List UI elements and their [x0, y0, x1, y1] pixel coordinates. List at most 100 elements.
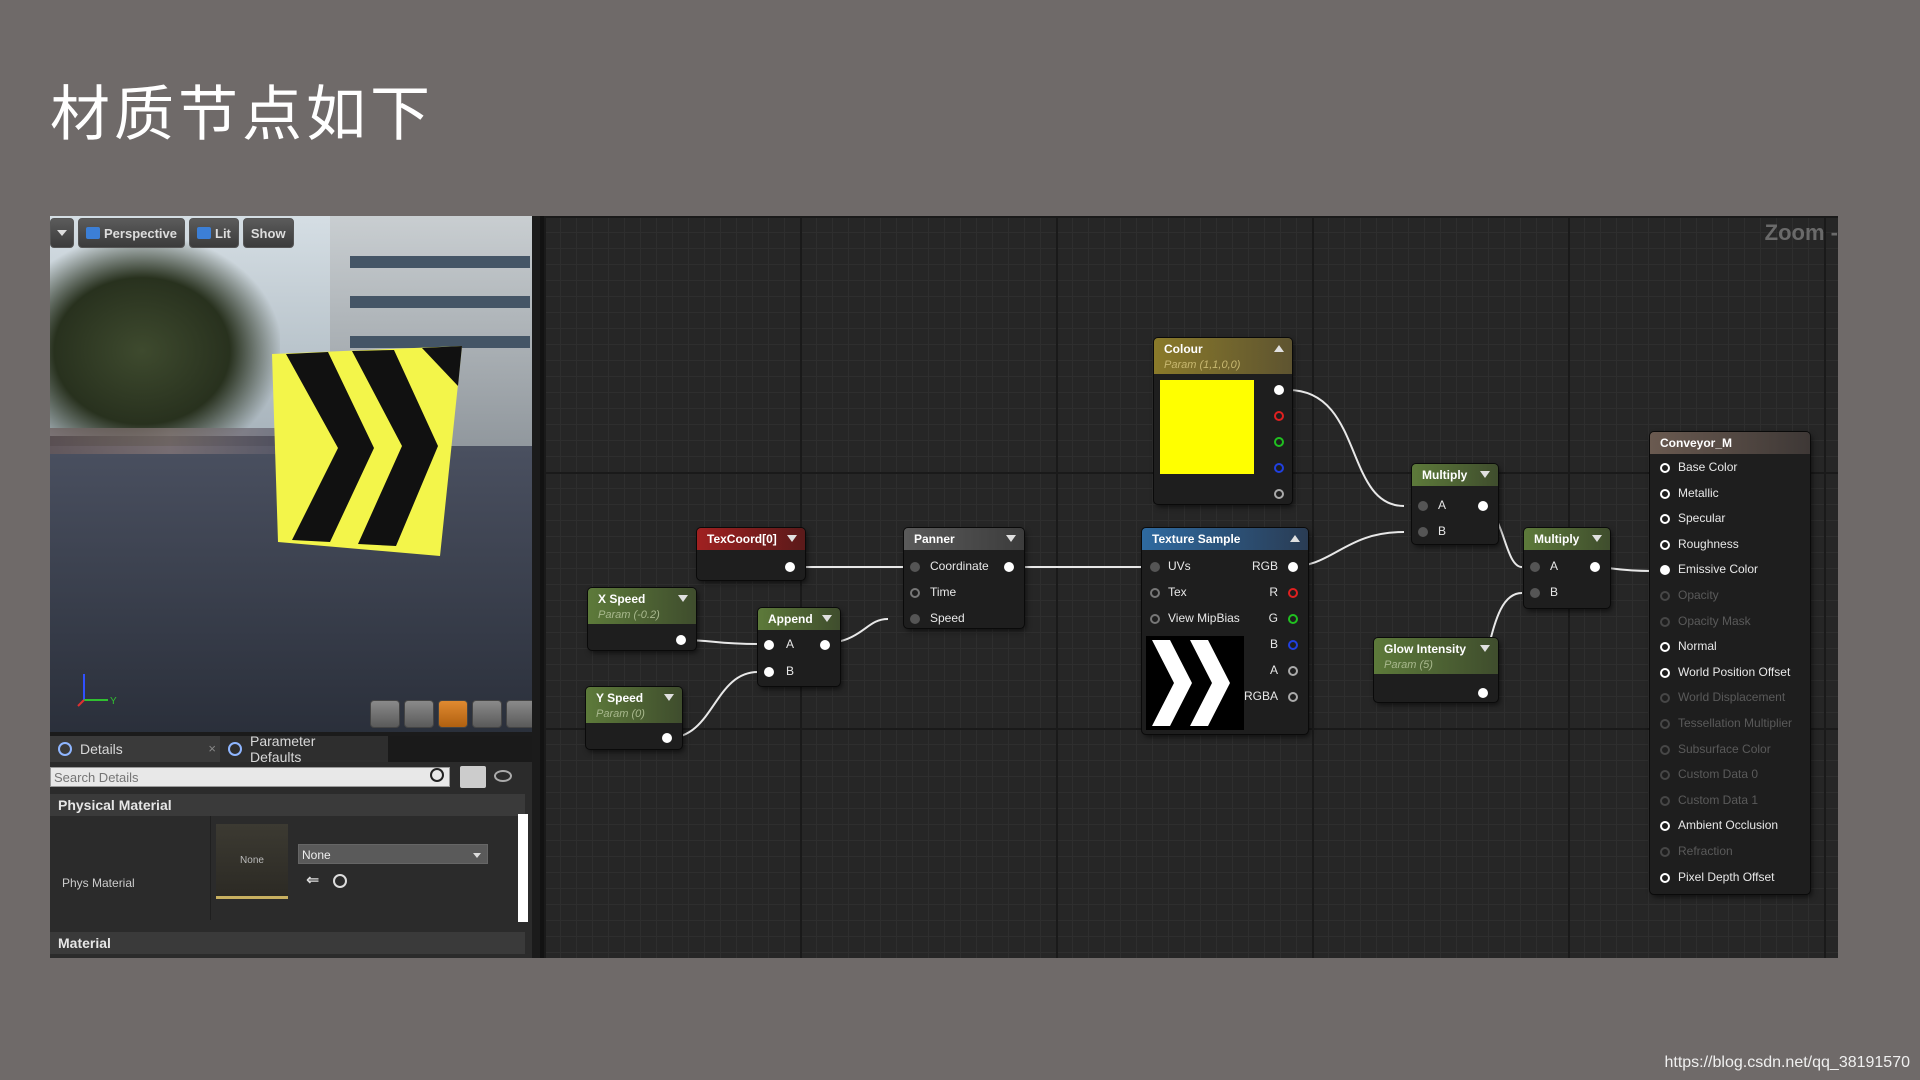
pin-texture-a[interactable]	[1288, 666, 1298, 676]
pin-multiply-2-b[interactable]	[1530, 588, 1540, 598]
pin-y-speed-out[interactable]	[662, 733, 672, 743]
use-selected-arrow-icon[interactable]: ⇐	[306, 870, 320, 889]
node-texcoord-header[interactable]: TexCoord[0]	[697, 528, 805, 550]
cube-preview-button[interactable]	[472, 700, 502, 728]
pin-append-b[interactable]	[764, 667, 774, 677]
pin-append-out[interactable]	[820, 640, 830, 650]
pin-texture-r[interactable]	[1288, 588, 1298, 598]
chevron-down-icon[interactable]	[1480, 645, 1490, 652]
pin-multiply-1-out[interactable]	[1478, 501, 1488, 511]
perspective-button[interactable]: Perspective	[78, 218, 185, 248]
search-details-input[interactable]	[50, 767, 450, 787]
pin-conveyor-tessellation-multiplier[interactable]	[1660, 719, 1670, 729]
lit-button[interactable]: Lit	[189, 218, 239, 248]
node-texture-sample[interactable]: Texture Sample UVs Tex View MipBias RGB …	[1142, 528, 1308, 734]
pin-glow-intensity-out[interactable]	[1478, 688, 1488, 698]
chevron-down-icon[interactable]	[822, 615, 832, 622]
pin-multiply-2-a[interactable]	[1530, 562, 1540, 572]
viewport-menu-button[interactable]	[50, 218, 74, 248]
pin-append-a[interactable]	[764, 640, 774, 650]
node-multiply-2-header[interactable]: Multiply	[1524, 528, 1610, 550]
node-glow-intensity[interactable]: Glow Intensity Param (5)	[1374, 638, 1498, 702]
pin-conveyor-metallic[interactable]	[1660, 488, 1670, 499]
chevron-down-icon[interactable]	[664, 694, 674, 701]
chevron-down-icon[interactable]	[1006, 535, 1016, 542]
pin-panner-coordinate[interactable]	[910, 562, 920, 572]
pin-texture-rgba[interactable]	[1288, 692, 1298, 702]
pin-texture-b[interactable]	[1288, 640, 1298, 650]
node-x-speed[interactable]: X Speed Param (-0.2)	[588, 588, 696, 650]
pin-conveyor-pixel-depth-offset[interactable]	[1660, 872, 1670, 883]
chevron-down-icon[interactable]	[787, 535, 797, 542]
pin-conveyor-opacity[interactable]	[1660, 591, 1670, 601]
pin-conveyor-custom-data-1[interactable]	[1660, 795, 1670, 806]
node-y-speed[interactable]: Y Speed Param (0)	[586, 687, 682, 749]
node-glow-intensity-header[interactable]: Glow Intensity Param (5)	[1374, 638, 1498, 674]
node-conveyor-m-header[interactable]: Conveyor_M	[1650, 432, 1810, 454]
node-panner[interactable]: Panner Coordinate Time Speed	[904, 528, 1024, 628]
pin-conveyor-world-displacement[interactable]	[1660, 693, 1670, 704]
details-scrollbar[interactable]	[518, 814, 528, 922]
pin-panner-speed[interactable]	[910, 614, 920, 624]
show-button[interactable]: Show	[242, 218, 294, 248]
preview-viewport[interactable]: Perspective Lit Show Y	[50, 216, 532, 732]
chevron-down-icon[interactable]	[1592, 535, 1602, 542]
phys-material-thumbnail[interactable]: None	[216, 824, 288, 899]
browse-search-icon[interactable]	[333, 874, 347, 888]
search-icon[interactable]	[430, 768, 444, 782]
pin-colour-a[interactable]	[1274, 489, 1284, 499]
category-physical-material[interactable]: Physical Material	[50, 794, 525, 816]
node-append[interactable]: Append A B	[758, 608, 840, 686]
tab-details[interactable]: Details ×	[50, 736, 224, 762]
collapse-icon[interactable]	[1290, 535, 1300, 542]
node-append-header[interactable]: Append	[758, 608, 840, 630]
pin-conveyor-refraction[interactable]	[1660, 847, 1670, 857]
pin-colour-g[interactable]	[1274, 437, 1284, 447]
pin-panner-out[interactable]	[1004, 562, 1014, 572]
pin-conveyor-world-position-offset[interactable]	[1660, 667, 1670, 678]
cylinder-preview-button[interactable]	[370, 700, 400, 728]
pin-panner-time[interactable]	[910, 588, 920, 598]
node-multiply-2[interactable]: Multiply A B	[1524, 528, 1610, 608]
pin-multiply-1-b[interactable]	[1418, 527, 1428, 537]
pin-conveyor-ambient-occlusion[interactable]	[1660, 821, 1670, 832]
node-multiply-1-header[interactable]: Multiply	[1412, 464, 1498, 486]
phys-material-combo[interactable]: None	[298, 844, 488, 864]
material-graph[interactable]: Zoom - Colour Param (1,1,0,0)	[540, 216, 1838, 958]
pin-conveyor-emissive-color[interactable]	[1660, 565, 1670, 576]
node-colour-header[interactable]: Colour Param (1,1,0,0)	[1154, 338, 1292, 374]
collapse-icon[interactable]	[1274, 345, 1284, 352]
pin-colour-b[interactable]	[1274, 463, 1284, 473]
pin-texture-rgb[interactable]	[1288, 562, 1298, 572]
node-y-speed-header[interactable]: Y Speed Param (0)	[586, 687, 682, 723]
pin-conveyor-normal[interactable]	[1660, 642, 1670, 653]
close-icon[interactable]: ×	[208, 741, 216, 756]
node-texture-sample-header[interactable]: Texture Sample	[1142, 528, 1308, 550]
chevron-down-icon[interactable]	[1480, 471, 1490, 478]
pin-conveyor-roughness[interactable]	[1660, 539, 1670, 550]
pin-texture-uvs[interactable]	[1150, 562, 1160, 572]
pin-conveyor-subsurface-color[interactable]	[1660, 744, 1670, 755]
pin-multiply-2-out[interactable]	[1590, 562, 1600, 572]
pin-texture-tex[interactable]	[1150, 588, 1160, 598]
pin-conveyor-opacity-mask[interactable]	[1660, 616, 1670, 627]
sphere-preview-button[interactable]	[404, 700, 434, 728]
plane-preview-button[interactable]	[438, 700, 468, 728]
chevron-down-icon[interactable]	[678, 595, 688, 602]
pin-x-speed-out[interactable]	[676, 635, 686, 645]
node-panner-header[interactable]: Panner	[904, 528, 1024, 550]
pin-conveyor-specular[interactable]	[1660, 514, 1670, 525]
pin-conveyor-base-color[interactable]	[1660, 463, 1670, 473]
node-multiply-1[interactable]: Multiply A B	[1412, 464, 1498, 544]
eye-icon[interactable]	[494, 770, 512, 782]
pin-texture-mipbias[interactable]	[1150, 614, 1160, 624]
node-colour[interactable]: Colour Param (1,1,0,0)	[1154, 338, 1292, 504]
pin-multiply-1-a[interactable]	[1418, 501, 1428, 511]
node-x-speed-header[interactable]: X Speed Param (-0.2)	[588, 588, 696, 624]
pin-colour-rgb[interactable]	[1274, 385, 1284, 395]
view-options-button[interactable]	[460, 766, 486, 788]
node-texcoord[interactable]: TexCoord[0]	[697, 528, 805, 580]
pin-texcoord-out[interactable]	[785, 562, 795, 572]
pin-colour-r[interactable]	[1274, 411, 1284, 421]
